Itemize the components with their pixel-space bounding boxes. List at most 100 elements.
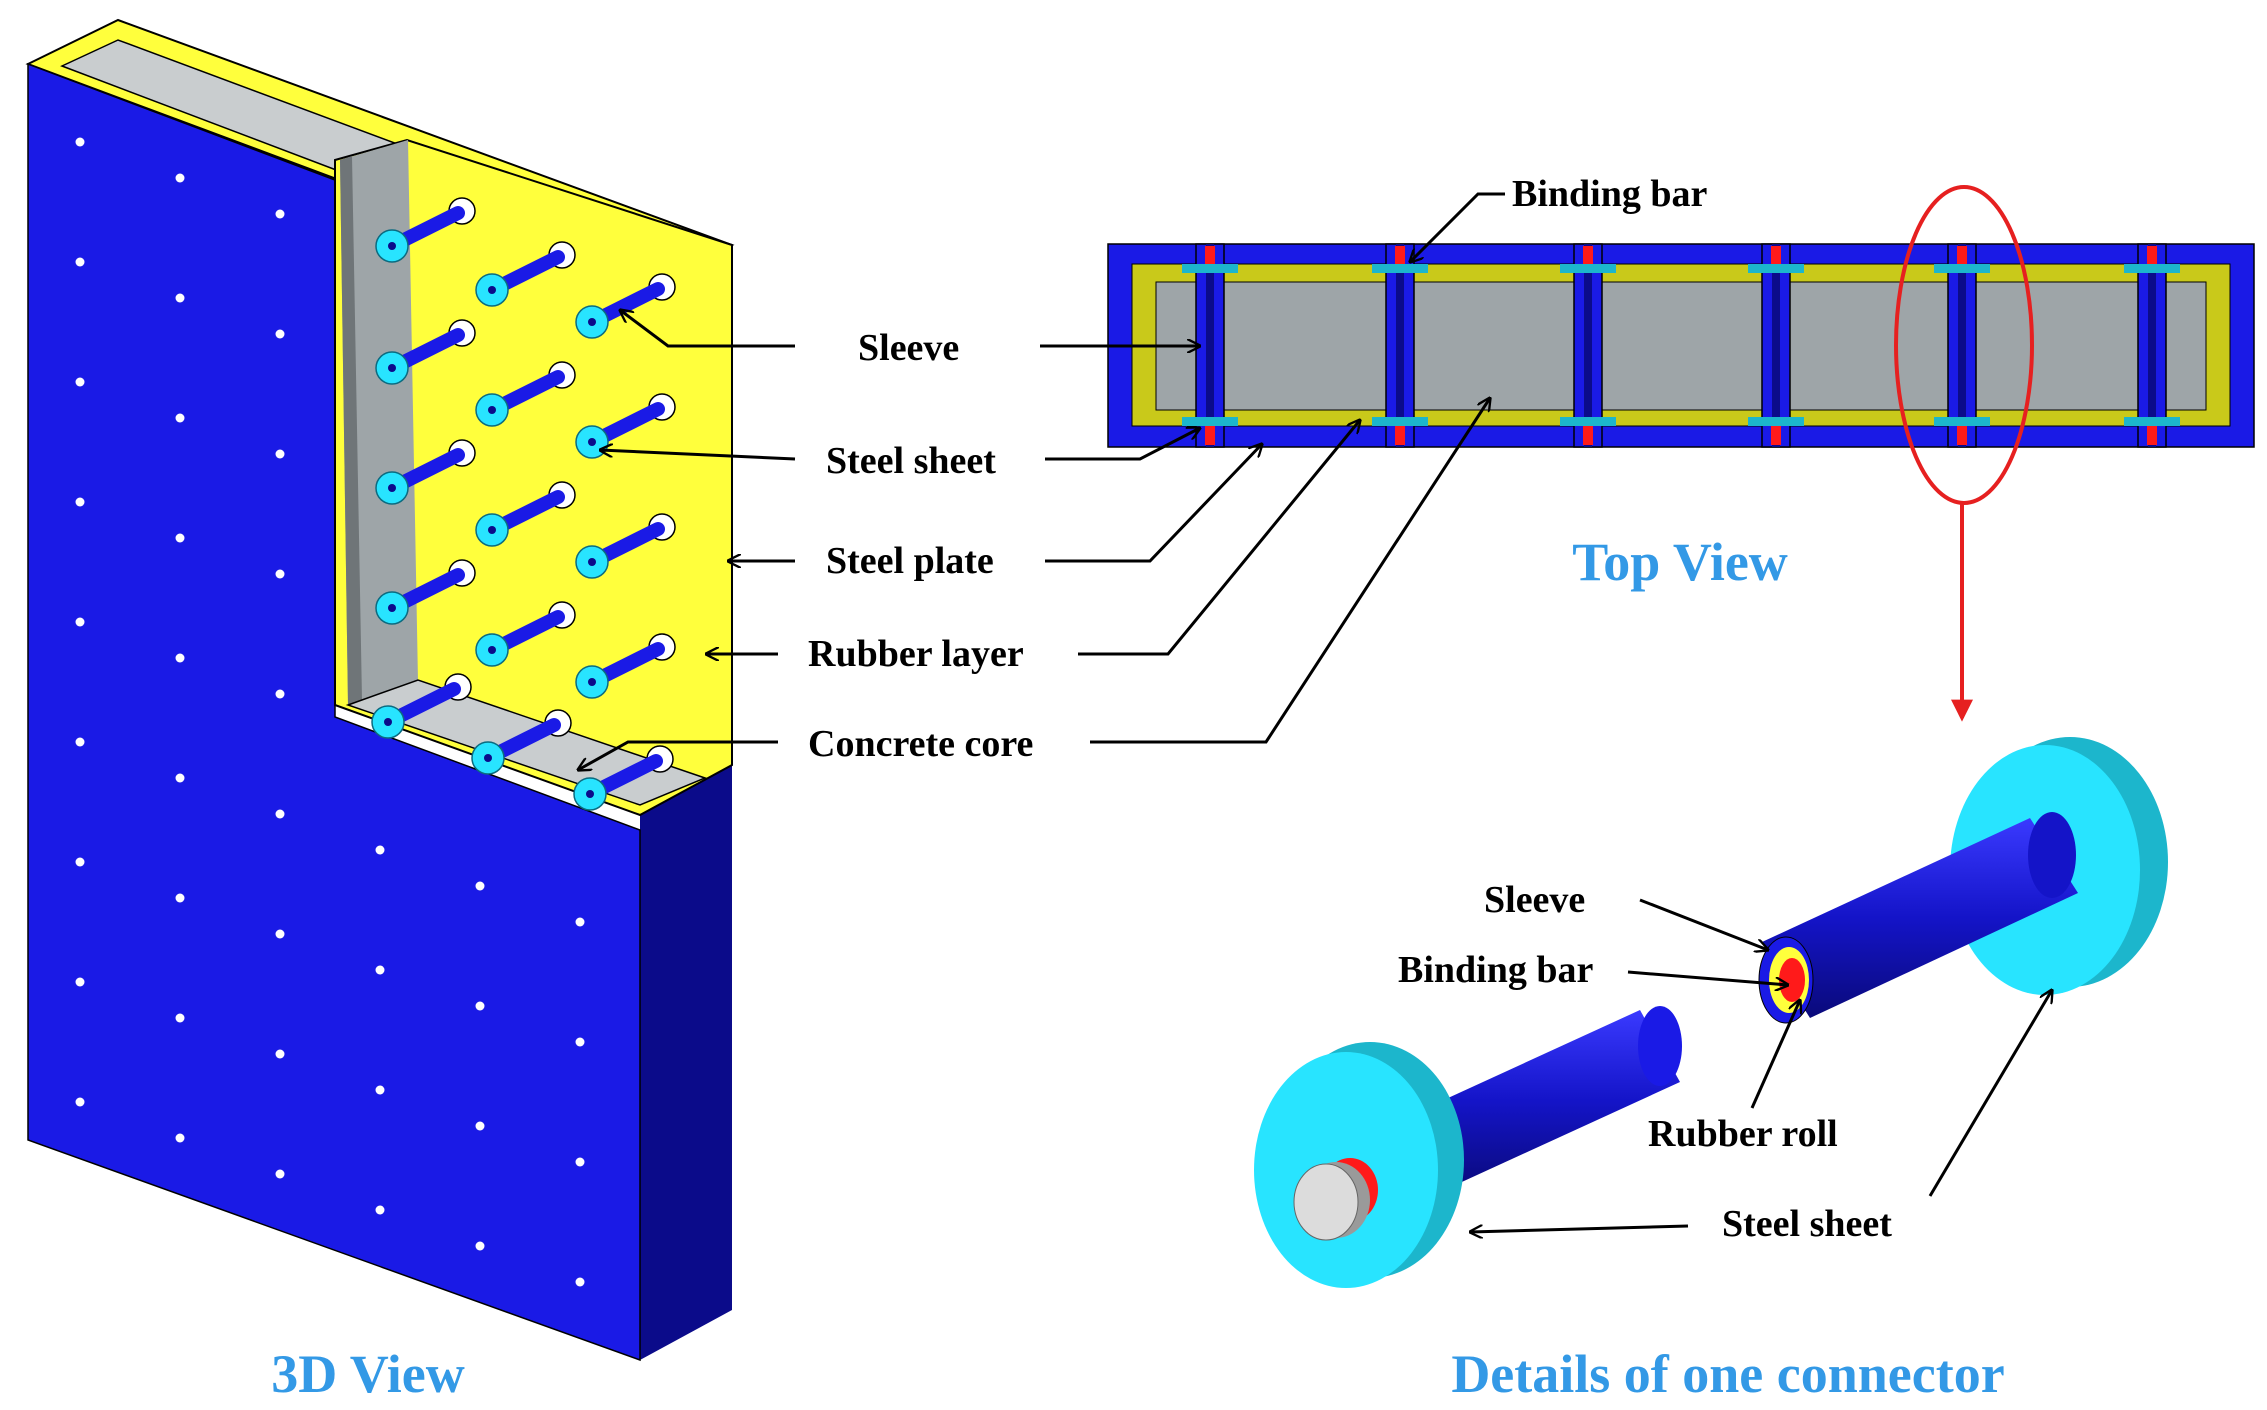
top-steel-sheet bbox=[2124, 264, 2180, 273]
top-steel-sheet bbox=[1182, 417, 1238, 426]
top-binding-bar-end bbox=[1205, 246, 1215, 266]
top-binding-bar-end bbox=[1583, 246, 1593, 266]
stud-center bbox=[484, 754, 492, 762]
stud-center bbox=[384, 718, 392, 726]
view-connector-detail: Sleeve Binding bar Rubber roll Steel she… bbox=[1254, 737, 2168, 1404]
bolt-dot bbox=[275, 1169, 285, 1179]
top-sleeve-core bbox=[1772, 244, 1780, 447]
label-detail-binding-bar: Binding bar bbox=[1398, 949, 1593, 991]
bolt-dot bbox=[275, 569, 285, 579]
bolt-dot bbox=[175, 653, 185, 663]
label-concrete-core: Concrete core bbox=[808, 723, 1033, 765]
top-binding-bar-end bbox=[1583, 425, 1593, 445]
bolt-dot bbox=[375, 1205, 385, 1215]
stud-connectors bbox=[371, 197, 676, 811]
bolt-dot bbox=[75, 617, 85, 627]
bolt-dot bbox=[75, 497, 85, 507]
bolt-dot bbox=[475, 1001, 485, 1011]
label-rubber-layer: Rubber layer bbox=[808, 633, 1024, 675]
view-3d: 3D View bbox=[25, 18, 735, 1404]
bolt-dot bbox=[275, 449, 285, 459]
view-top: Top View Binding bar bbox=[1040, 173, 2255, 744]
label-detail-rubber-roll: Rubber roll bbox=[1648, 1113, 1838, 1155]
top-binding-bar-end bbox=[2147, 425, 2157, 445]
bolt-dot bbox=[75, 137, 85, 147]
bolt-dot bbox=[375, 965, 385, 975]
arrow-detail-rubber-roll bbox=[1750, 1000, 1800, 1109]
line-concrete-core-top bbox=[1090, 398, 1490, 744]
top-connectors bbox=[1182, 243, 2180, 448]
bolt-dot bbox=[75, 737, 85, 747]
bolt-dot bbox=[275, 1049, 285, 1059]
stud-center bbox=[388, 364, 396, 372]
top-steel-sheet bbox=[1748, 264, 1804, 273]
label-binding-bar: Binding bar bbox=[1512, 173, 1707, 215]
bolt-dot bbox=[275, 929, 285, 939]
caption-top-view: Top View bbox=[1572, 532, 1788, 592]
bolt-dot bbox=[275, 329, 285, 339]
bolt-dot bbox=[275, 689, 285, 699]
left-tube-end bbox=[1638, 1006, 1682, 1086]
top-steel-sheet bbox=[1560, 417, 1616, 426]
caption-3d-view: 3D View bbox=[271, 1344, 464, 1404]
caption-connector-detail: Details of one connector bbox=[1451, 1344, 2004, 1404]
top-binding-bar-end bbox=[1957, 246, 1967, 266]
arrow-concrete-core bbox=[578, 740, 778, 770]
left-bar-stub-face bbox=[1293, 1163, 1359, 1241]
arrow-detail-steel-sheet-right bbox=[1928, 990, 2052, 1197]
label-sleeve: Sleeve bbox=[858, 327, 959, 369]
top-steel-sheet bbox=[2124, 417, 2180, 426]
top-binding-bar-end bbox=[1395, 246, 1405, 266]
bolt-dot bbox=[175, 173, 185, 183]
top-binding-bar-end bbox=[2147, 246, 2157, 266]
cutaway-concrete-left-dark bbox=[340, 156, 362, 705]
stud-center bbox=[388, 484, 396, 492]
bolt-dot bbox=[275, 209, 285, 219]
right-tube-body bbox=[1762, 818, 2078, 1018]
stud-center bbox=[586, 790, 594, 798]
arrow-detail-steel-sheet-left bbox=[1470, 1224, 1689, 1232]
bolt-dot bbox=[175, 413, 185, 423]
top-binding-bar-end bbox=[1395, 425, 1405, 445]
stud-center bbox=[488, 646, 496, 654]
bolt-dot bbox=[175, 893, 185, 903]
bolt-dot bbox=[475, 1121, 485, 1131]
stud-center bbox=[388, 604, 396, 612]
bolt-dot bbox=[575, 917, 585, 927]
arrow-binding-bar bbox=[1410, 192, 1505, 262]
stud-center bbox=[388, 242, 396, 250]
bolt-dot bbox=[75, 977, 85, 987]
top-sleeve-core bbox=[1396, 244, 1404, 447]
bolt-dot bbox=[175, 293, 185, 303]
top-steel-sheet bbox=[1560, 264, 1616, 273]
right-tube-binding-bar bbox=[1779, 958, 1805, 1002]
top-steel-sheet bbox=[1372, 417, 1428, 426]
bolt-dot bbox=[75, 857, 85, 867]
stud-center bbox=[488, 286, 496, 294]
top-steel-sheet bbox=[1934, 264, 1990, 273]
bolt-dot bbox=[575, 1037, 585, 1047]
bolt-dot bbox=[175, 773, 185, 783]
top-sleeve-core bbox=[1958, 244, 1966, 447]
label-detail-steel-sheet: Steel sheet bbox=[1722, 1203, 1892, 1245]
top-sleeve-core bbox=[1206, 244, 1214, 447]
top-concrete-core bbox=[1155, 281, 2207, 411]
bolt-dot bbox=[575, 1277, 585, 1287]
bolt-dots bbox=[75, 137, 585, 1287]
top-steel-sheet bbox=[1748, 417, 1804, 426]
stud-center bbox=[588, 318, 596, 326]
bolt-dot bbox=[175, 1133, 185, 1143]
top-binding-bar-end bbox=[1771, 246, 1781, 266]
labels-3d: Sleeve Steel sheet Steel plate Rubber la… bbox=[578, 310, 1033, 770]
top-steel-sheet bbox=[1934, 417, 1990, 426]
top-binding-bar-end bbox=[1957, 425, 1967, 445]
top-steel-sheet bbox=[1372, 264, 1428, 273]
bolt-dot bbox=[475, 881, 485, 891]
line-rubber-layer-top bbox=[1078, 420, 1360, 656]
arrow-steel-sheet bbox=[600, 450, 796, 461]
bolt-dot bbox=[175, 1013, 185, 1023]
arrow-detail-sleeve bbox=[1639, 898, 1768, 950]
label-steel-plate: Steel plate bbox=[826, 540, 994, 582]
stud-center bbox=[588, 678, 596, 686]
label-steel-sheet: Steel sheet bbox=[826, 440, 996, 482]
